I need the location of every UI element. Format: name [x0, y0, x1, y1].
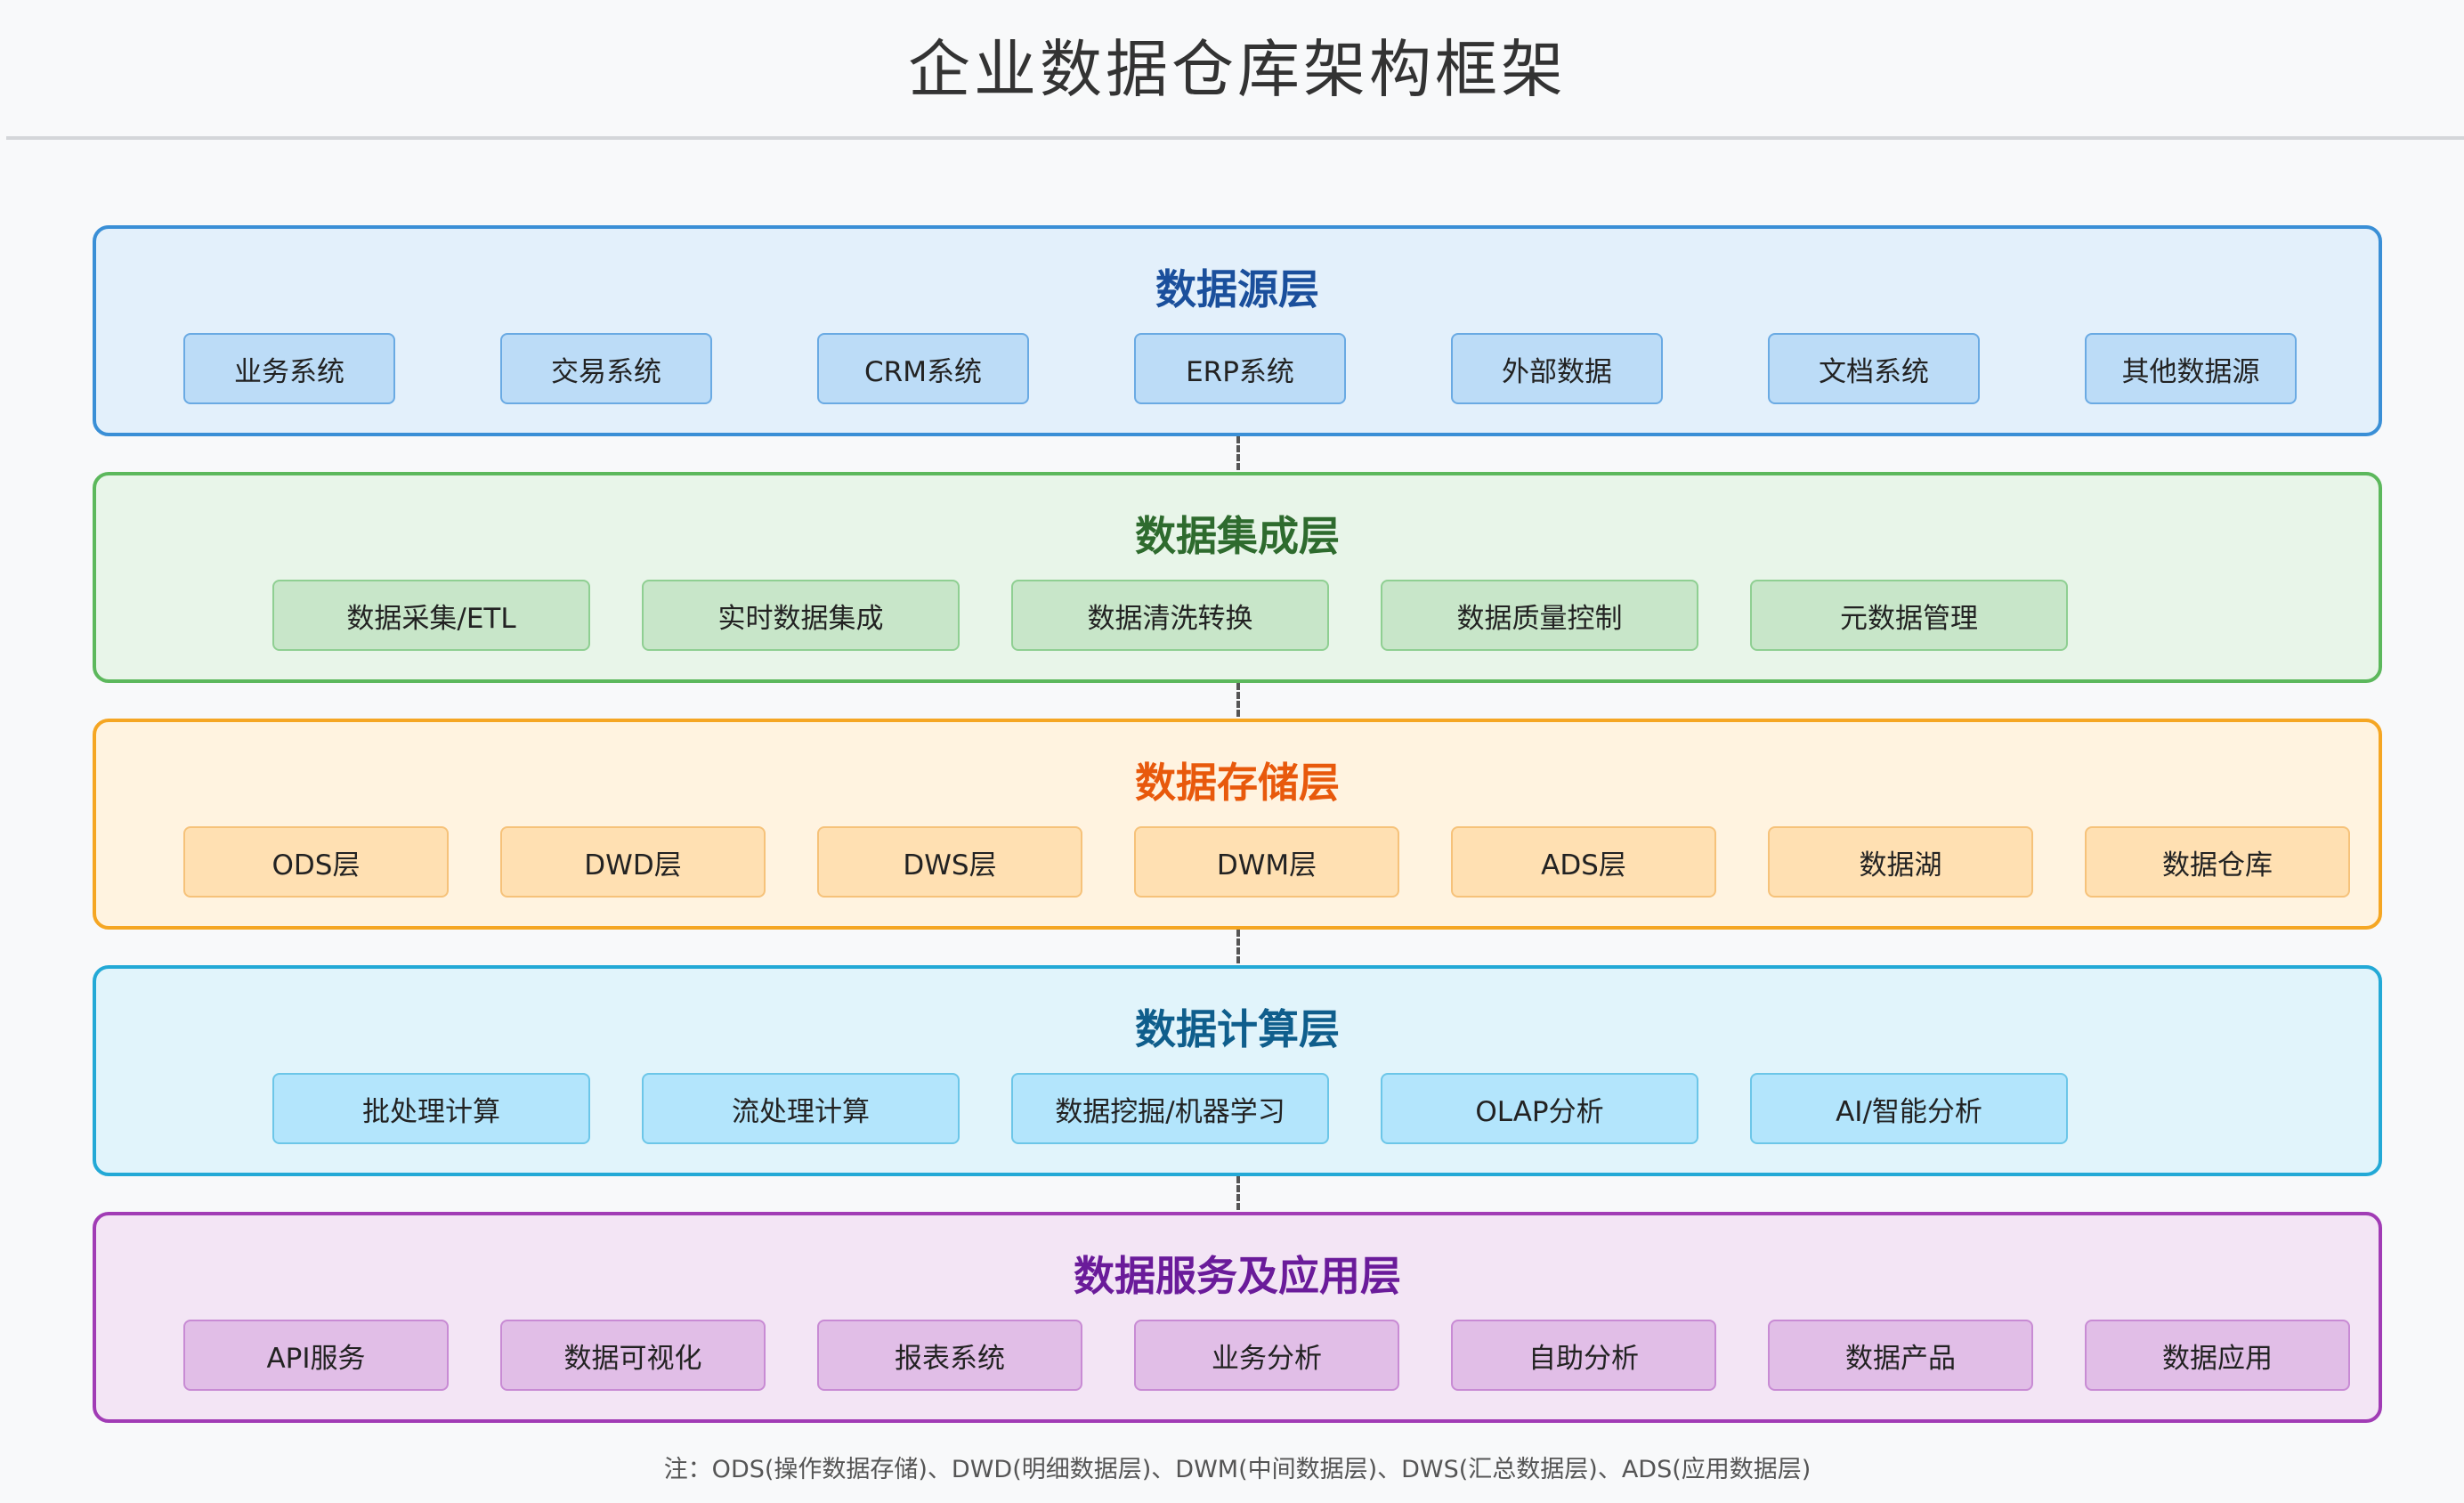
- layer-item: API服务: [183, 1320, 449, 1391]
- layer-title: 数据存储层: [1135, 759, 1340, 807]
- layer-item: ODS层: [183, 826, 449, 898]
- layer-item: DWM层: [1134, 826, 1399, 898]
- layer-title: 数据集成层: [1135, 512, 1340, 560]
- layer-item: 自助分析: [1451, 1320, 1716, 1391]
- layer-item: 外部数据: [1451, 333, 1663, 404]
- layer-item: 其他数据源: [2085, 333, 2297, 404]
- layer-0: 数据源层业务系统 交易系统 CRM系统 ERP系统 外部数据 文档系统 其他数据源: [93, 225, 2382, 436]
- layer-1: 数据集成层数据采集/ETL 实时数据集成数据清洗转换数据质量控制元数据管理: [93, 472, 2382, 683]
- layer-item: 数据质量控制: [1381, 580, 1698, 651]
- layer-item: 文档系统: [1768, 333, 1980, 404]
- layer-item: 数据采集/ETL: [272, 580, 590, 651]
- layer-item: 数据可视化: [500, 1320, 766, 1391]
- layer-item: DWD层: [500, 826, 766, 898]
- layer-item: 数据产品: [1768, 1320, 2033, 1391]
- layer-connector: [1236, 436, 1240, 470]
- layer-item: 数据应用: [2085, 1320, 2350, 1391]
- title-divider: [6, 136, 2464, 140]
- layer-item: 实时数据集成: [642, 580, 960, 651]
- layer-item: 数据湖: [1768, 826, 2033, 898]
- layer-item: 批处理计算: [272, 1073, 590, 1144]
- layer-connector: [1236, 930, 1240, 963]
- layer-item: AI/智能分析: [1750, 1073, 2068, 1144]
- layer-item: CRM系统: [817, 333, 1029, 404]
- layer-item: 报表系统: [817, 1320, 1082, 1391]
- layer-item: 交易系统: [500, 333, 712, 404]
- layer-title: 数据服务及应用层: [1074, 1252, 1401, 1300]
- layer-item: 数据清洗转换: [1011, 580, 1329, 651]
- layer-connector: [1236, 1176, 1240, 1210]
- layer-item: 流处理计算: [642, 1073, 960, 1144]
- layer-item: OLAP分析: [1381, 1073, 1698, 1144]
- layer-connector: [1236, 683, 1240, 717]
- layer-item: ERP系统: [1134, 333, 1346, 404]
- footnote: 注：ODS(操作数据存储)、DWD(明细数据层)、DWM(中间数据层)、DWS(…: [663, 1456, 1812, 1483]
- layer-item: ADS层: [1451, 826, 1716, 898]
- layer-item: 数据仓库: [2085, 826, 2350, 898]
- layer-2: 数据存储层 ODS层 DWD层 DWS层 DWM层 ADS层数据湖数据仓库: [93, 719, 2382, 930]
- layer-item: 元数据管理: [1750, 580, 2068, 651]
- layer-3: 数据计算层批处理计算流处理计算数据挖掘/机器学习 OLAP分析 AI/智能分析: [93, 965, 2382, 1176]
- layer-title: 数据源层: [1155, 265, 1319, 313]
- page-title: 企业数据仓库架构框架: [908, 33, 1567, 106]
- layer-item: 业务分析: [1134, 1320, 1399, 1391]
- layer-4: 数据服务及应用层 API服务数据可视化报表系统业务分析自助分析数据产品数据应用: [93, 1212, 2382, 1423]
- layer-item: 数据挖掘/机器学习: [1011, 1073, 1329, 1144]
- layer-item: 业务系统: [183, 333, 395, 404]
- layer-title: 数据计算层: [1135, 1005, 1340, 1053]
- layer-item: DWS层: [817, 826, 1082, 898]
